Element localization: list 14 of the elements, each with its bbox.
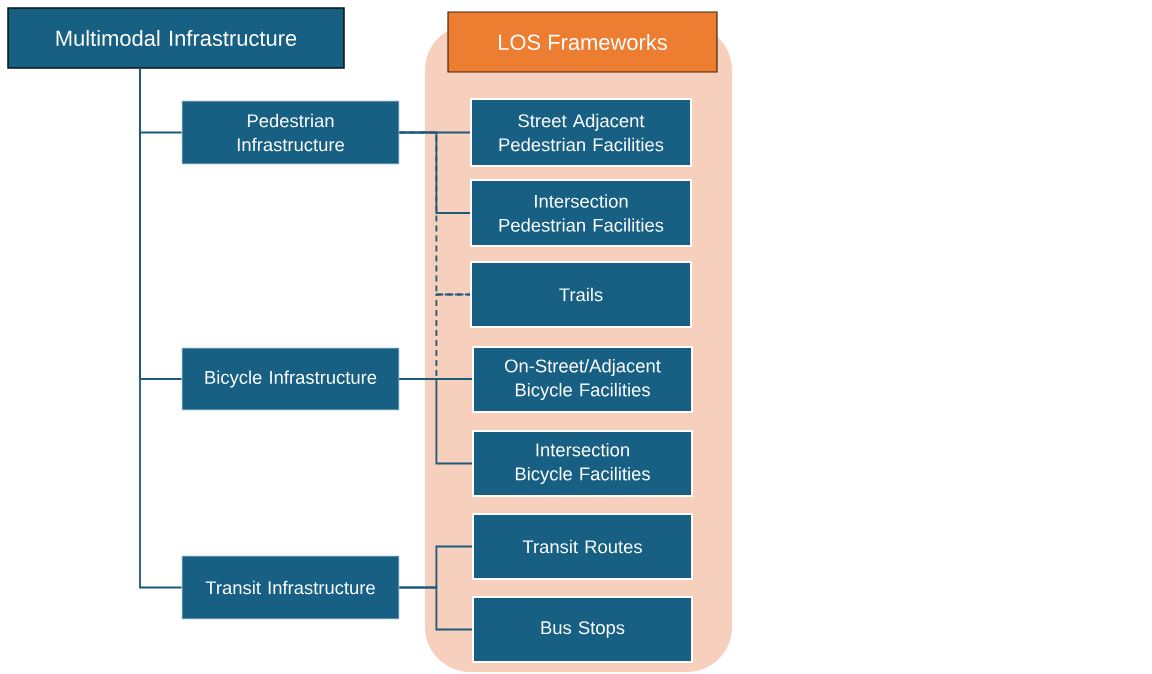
- framework-box: Trails: [470, 261, 692, 328]
- framework-box: Intersection Pedestrian Facilities: [470, 179, 692, 247]
- connector-line: [398, 586, 473, 631]
- connector-line: [139, 67, 183, 589]
- category-box: Pedestrian Infrastructure: [181, 100, 400, 165]
- framework-box: Transit Routes: [472, 513, 693, 580]
- framework-box: On-Street/Adjacent Bicycle Facilities: [472, 346, 693, 413]
- root-box: Multimodal Infrastructure: [7, 7, 345, 69]
- framework-box: Bus Stops: [472, 596, 693, 663]
- connector-line: [398, 378, 473, 465]
- framework-box: Intersection Bicycle Facilities: [472, 430, 693, 497]
- category-box: Transit Infrastructure: [181, 555, 400, 620]
- framework-box: Street Adjacent Pedestrian Facilities: [470, 98, 692, 167]
- category-box: Bicycle Infrastructure: [181, 347, 400, 411]
